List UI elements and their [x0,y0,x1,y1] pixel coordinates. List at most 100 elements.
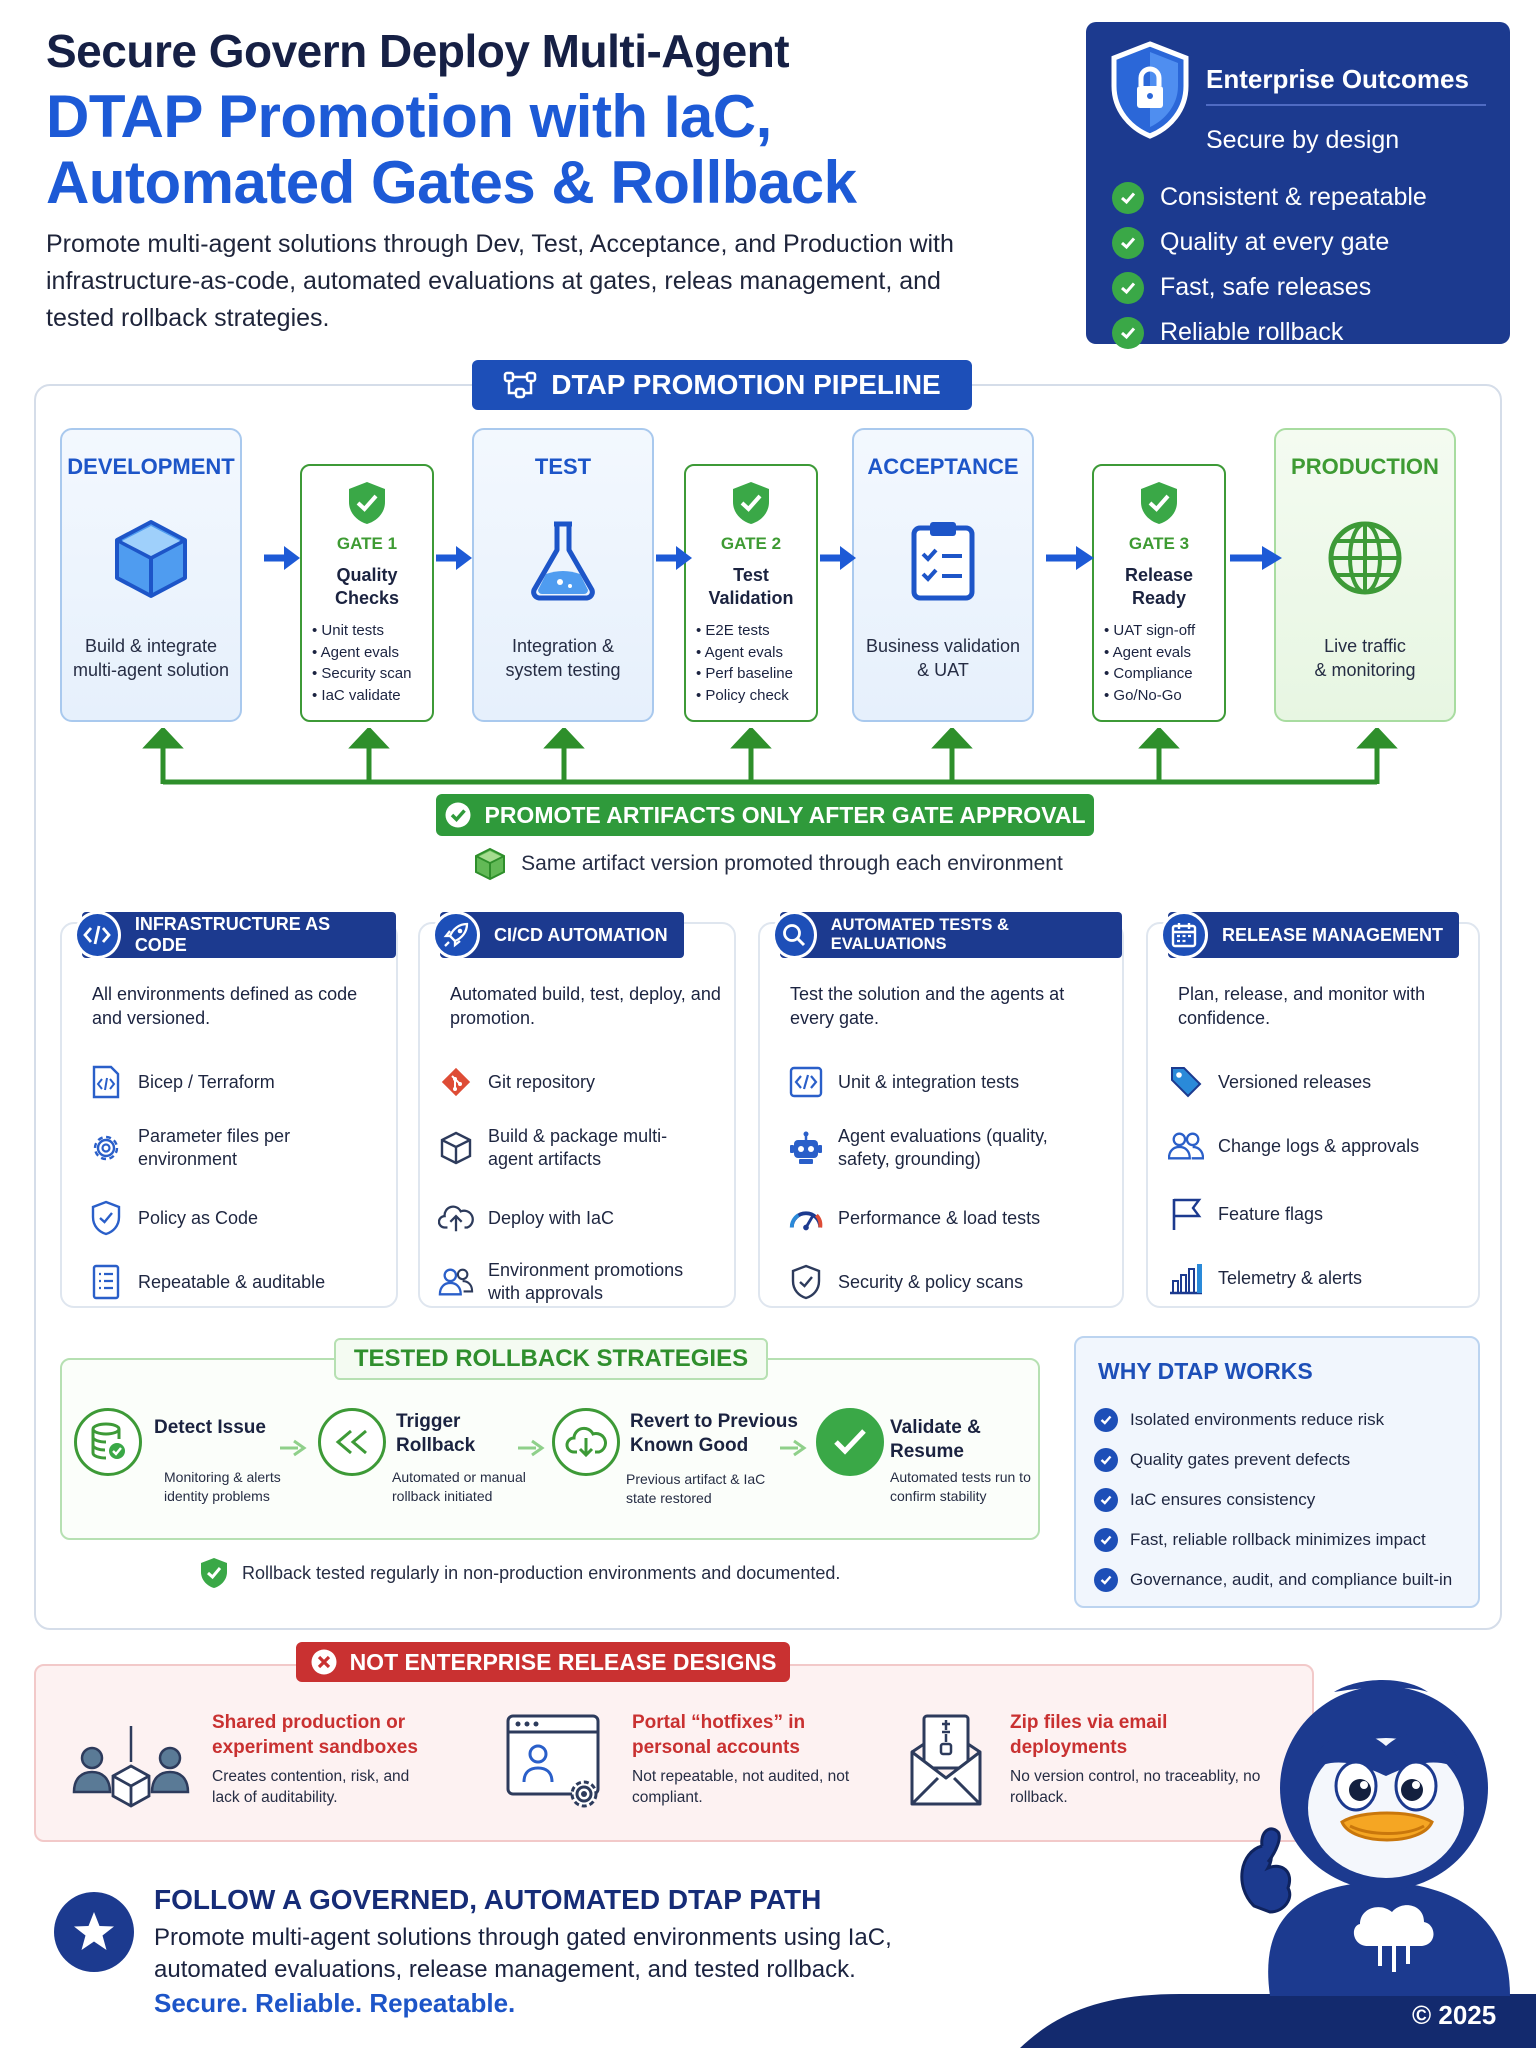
card-item: Telemetry & alerts [1168,1246,1419,1310]
gate-2-card: GATE 2 Test Validation E2E tests Agent e… [684,464,818,722]
outcomes-list: Consistent & repeatable Quality at every… [1112,175,1427,355]
step-arrow-icon [780,1439,807,1457]
gate-check-item: Go/No-Go [1104,685,1195,707]
flag-icon [1168,1196,1204,1232]
card-item: Policy as Code [88,1186,325,1250]
card-title: INFRASTRUCTURE AS CODE [134,914,331,955]
card-item: Change logs & approvals [1168,1110,1419,1182]
code-file-icon [88,1064,124,1100]
card-item-label: Bicep / Terraform [138,1071,275,1092]
flow-arrow-icon [436,546,472,570]
same-artifact-rest: promoted through each environment [724,852,1063,875]
gate-check-item: Agent evals [696,642,793,664]
not-enterprise-panel [34,1664,1314,1842]
card-item: Unit & integration tests [788,1054,1078,1110]
step-title: Detect Issue [154,1417,266,1438]
card-item-label: Versioned releases [1218,1071,1372,1092]
anti-pattern-desc: Not repeatable, not audited, not complia… [632,1768,850,1806]
gate-name-line-2: Validation [708,588,794,608]
card-release-management: RELEASE MANAGEMENT Plan, release, and mo… [1146,911,1480,1310]
check-icon [1094,1568,1118,1592]
rocket-icon [432,911,480,959]
rollback-title: TESTED ROLLBACK STRATEGIES [334,1338,768,1380]
card-items: Git repository Build & package multi-age… [438,1054,698,1314]
gate-check-item: IaC validate [312,685,411,707]
check-circle-icon [445,802,471,828]
env-desc-line-2: system testing [505,660,621,680]
cloud-upload-icon [438,1200,474,1236]
flow-arrow-icon [1046,546,1094,570]
card-title: CI/CD AUTOMATION [494,924,668,945]
shield-check-icon [733,482,769,524]
env-desc: Build & integrate multi-agent solution [70,634,232,682]
penguin-mascot-icon [1240,1680,1510,1996]
email-zip-icon [910,1714,982,1806]
document-list-icon [88,1264,124,1300]
env-name: PRODUCTION [1291,454,1439,479]
copyright: © 2025 [1412,2000,1497,2030]
why-label: Fast, reliable rollback minimizes impact [1130,1530,1426,1549]
gate-check-item: Policy check [696,685,793,707]
shield-check-icon [1141,482,1177,524]
env-production: PRODUCTION Live traffic & monitoring [1274,428,1456,722]
why-label: IaC ensures consistency [1130,1490,1316,1509]
gate-number: GATE 1 [336,534,398,553]
why-dtap-panel: WHY DTAP WORKS Isolated environments red… [1074,1336,1480,1608]
outcomes-lead: Secure by design [1206,126,1400,154]
step-title: Validate & Resume [890,1417,981,1462]
why-item: Isolated environments reduce risk [1094,1400,1452,1440]
env-development: DEVELOPMENT Build & integrate multi-agen… [60,428,242,722]
page-title-line-2: Automated Gates & Rollback [46,149,857,216]
gate-1-card: GATE 1 Quality Checks Unit tests Agent e… [300,464,434,722]
env-acceptance: ACCEPTANCE Business validation & UAT [852,428,1034,722]
package-icon [438,1130,474,1166]
page-subtitle: Promote multi-agent solutions through De… [46,230,954,332]
promote-artifacts-label: PROMOTE ARTIFACTS ONLY AFTER GATE APPROV… [484,801,1086,828]
card-lead: Test the solution and the agents at ever… [790,984,1065,1028]
star-badge [54,1892,134,1972]
gate-check-item: Security scan [312,663,411,685]
card-automated-tests: AUTOMATED TESTS & EVALUATIONS Test the s… [758,911,1124,1308]
enterprise-outcomes-panel: Enterprise Outcomes Secure by design Con… [1086,22,1510,349]
calendar-icon [1160,911,1208,959]
step-title: Trigger Rollback [396,1411,476,1456]
card-item: Versioned releases [1168,1054,1419,1110]
gate-name: Release Ready [1098,564,1220,610]
why-item: Governance, audit, and compliance built-… [1094,1560,1452,1600]
anti-pattern-title: Shared production or experiment sandboxe… [212,1712,418,1758]
gate-checks: E2E tests Agent evals Perf baseline Poli… [696,620,793,706]
users-icon [1168,1128,1204,1164]
page-title: DTAP Promotion with IaC, Automated Gates… [46,84,946,216]
card-title: RELEASE MANAGEMENT [1222,924,1444,945]
check-icon [1094,1528,1118,1552]
pipeline-flow-icon [504,371,537,399]
check-icon [1112,316,1144,349]
why-title: WHY DTAP WORKS [1098,1358,1313,1384]
not-enterprise-title-badge: NOT ENTERPRISE RELEASE DESIGNS [296,1642,790,1682]
shared-sandbox-icon [72,1726,190,1808]
env-desc-line-1: Business validation [865,636,1021,656]
gear-icon [88,1130,124,1166]
env-desc-line-1: Live traffic [1324,636,1406,656]
card-item: Parameter files per environment [88,1110,308,1186]
outcome-item: Reliable rollback [1112,310,1427,355]
check-icon [1112,181,1144,214]
outcomes-divider [1206,104,1486,106]
check-icon [1094,1448,1118,1472]
gate-check-item: E2E tests [696,620,793,642]
anti-pattern-shared-sandboxes: Shared production or experiment sandboxe… [66,1710,426,1820]
gate-name: Quality Checks [306,564,428,610]
card-items: Bicep / Terraform Parameter files per en… [88,1054,325,1314]
card-item-label: Telemetry & alerts [1218,1267,1363,1288]
card-item: Bicep / Terraform [88,1054,325,1110]
why-label: Isolated environments reduce risk [1130,1410,1385,1429]
card-item: Environment promotions with approvals [438,1250,698,1314]
outcome-item: Quality at every gate [1112,220,1427,265]
card-item-label: Agent evaluations (quality, safety, grou… [838,1126,1048,1169]
env-desc-line-2: & monitoring [1314,660,1416,680]
gate-check-item: Unit tests [312,620,411,642]
card-lead: Automated build, test, deploy, and promo… [450,984,721,1028]
same-artifact-note: Same artifact version promoted through e… [448,847,1088,881]
code-icon [74,911,121,959]
footer-title: FOLLOW A GOVERNED, AUTOMATED DTAP PATH [154,1884,822,1915]
